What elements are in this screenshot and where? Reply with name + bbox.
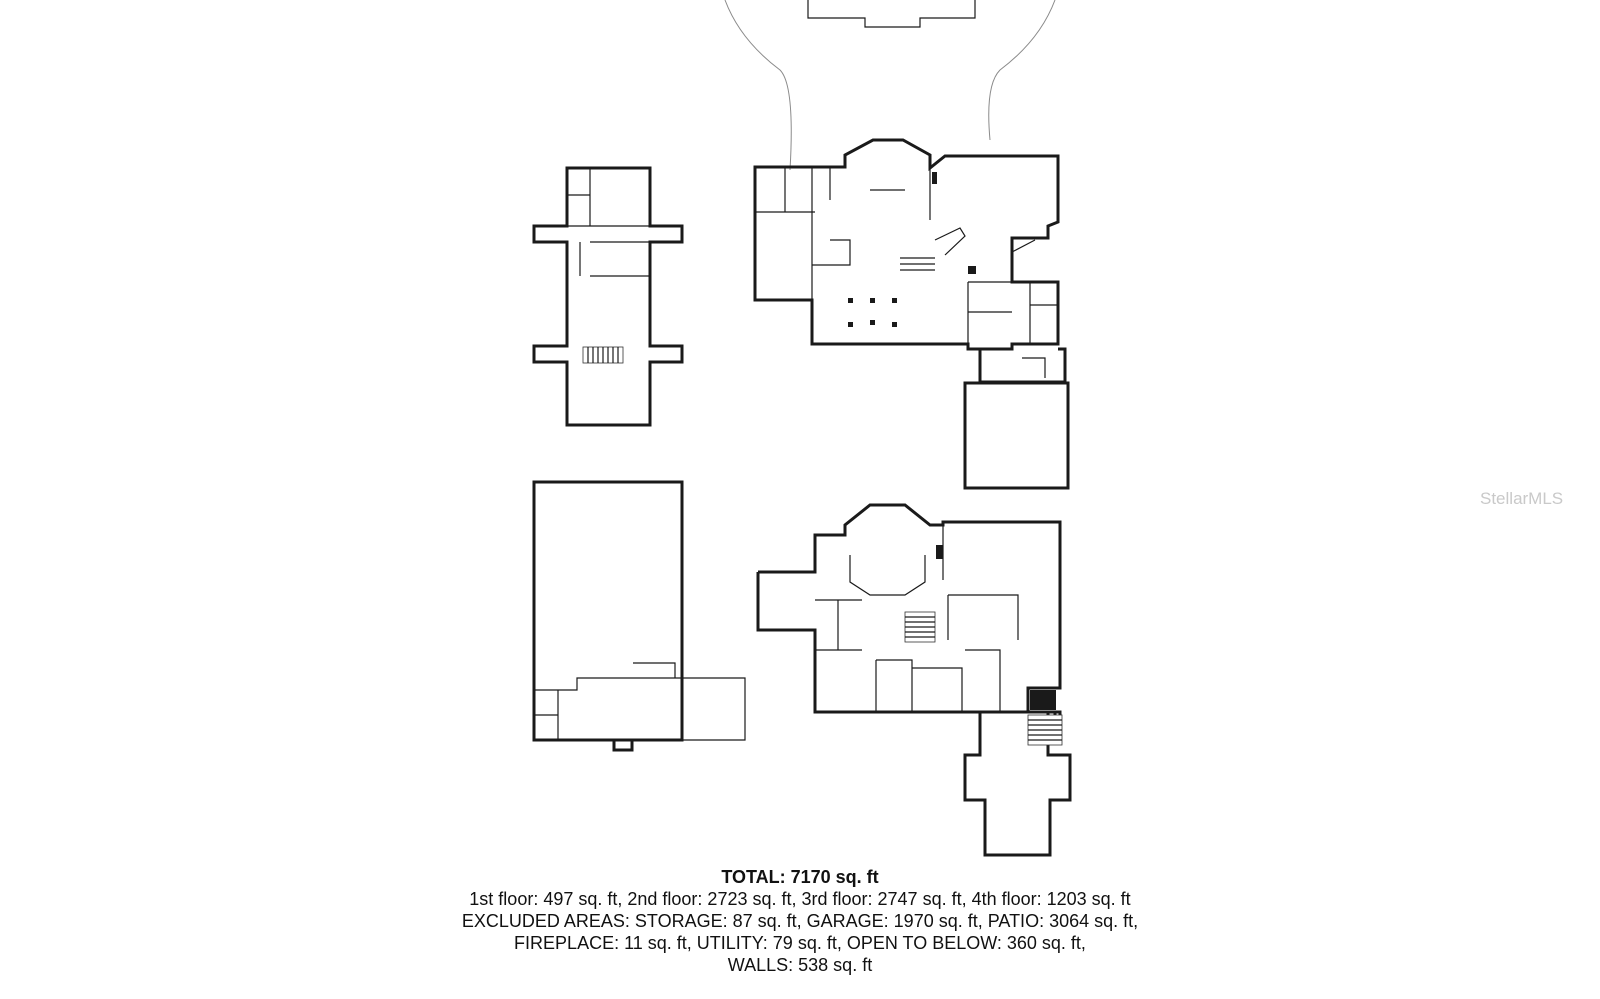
floor-plan-2nd-floor <box>753 138 1070 490</box>
floor-areas-line: 1st floor: 497 sq. ft, 2nd floor: 2723 s… <box>469 889 1131 909</box>
watermark: StellarMLS <box>1480 489 1564 508</box>
excluded-areas-line-3: WALLS: 538 sq. ft <box>727 955 873 975</box>
total-area: TOTAL: 7170 sq. ft <box>721 867 879 887</box>
floor-plan-4th-floor <box>532 166 684 427</box>
excluded-areas-line-2: FIREPLACE: 11 sq. ft, UTILITY: 79 sq. ft… <box>514 933 1086 953</box>
patio-outline <box>724 0 1056 171</box>
excluded-areas-line-1: EXCLUDED AREAS: STORAGE: 87 sq. ft, GARA… <box>461 911 1139 931</box>
floor-plan-1st-floor <box>532 480 746 752</box>
floor-plan-3rd-floor <box>756 503 1072 857</box>
area-summary: TOTAL: 7170 sq. ft 1st floor: 497 sq. ft… <box>0 866 1600 976</box>
